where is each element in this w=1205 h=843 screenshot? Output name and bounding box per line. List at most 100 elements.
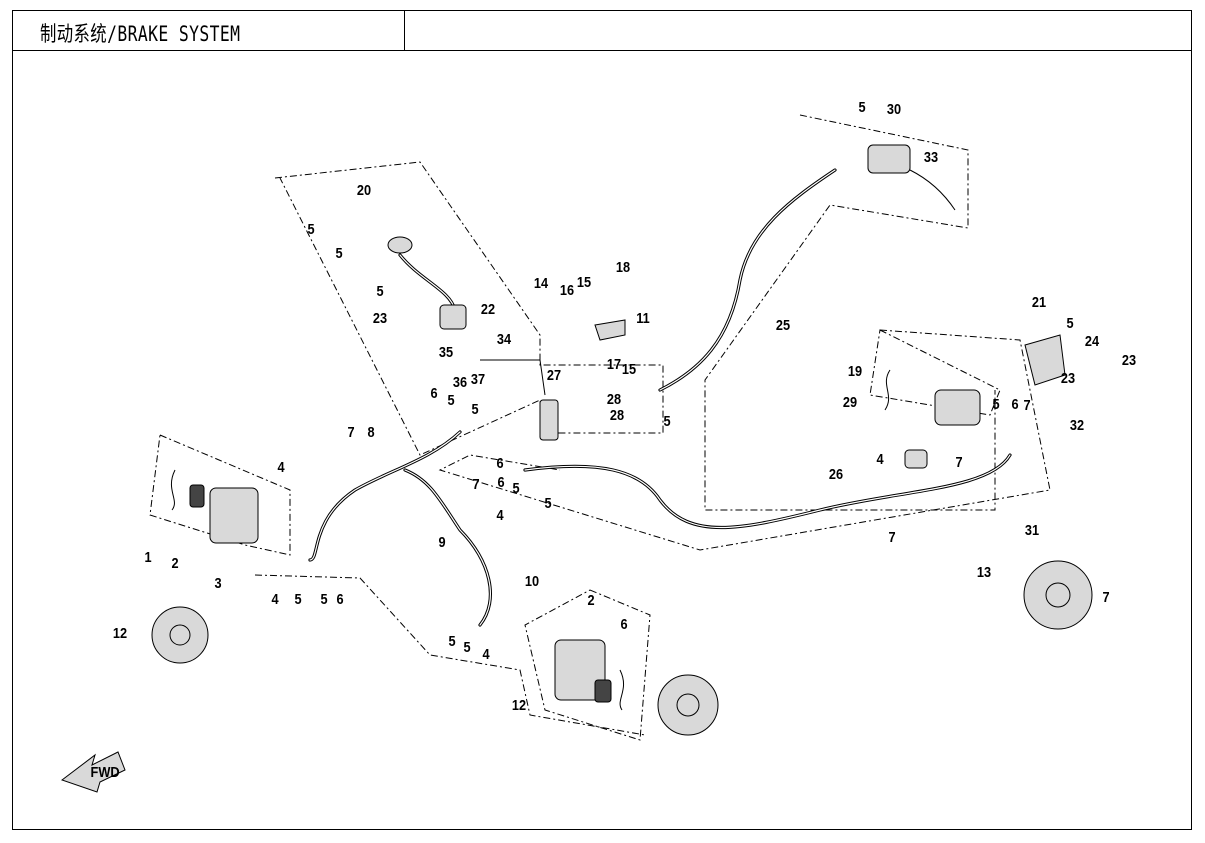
brake-pad-left	[189, 484, 205, 508]
caliper-left-front	[209, 487, 259, 544]
callout-label: 5	[544, 494, 551, 511]
callout-label: 5	[858, 98, 865, 115]
callout-label: 4	[277, 458, 284, 475]
callout-label: 27	[547, 366, 561, 383]
callout-label: 7	[347, 423, 354, 440]
callout-label: 32	[1070, 416, 1084, 433]
master-cylinder-30	[867, 144, 911, 174]
callout-label: 23	[373, 309, 387, 326]
callout-label: 34	[497, 330, 511, 347]
callout-label: 5	[992, 395, 999, 412]
fwd-arrow-shape	[60, 751, 126, 793]
callout-label: 6	[497, 473, 504, 490]
caliper-bracket-21	[1024, 334, 1066, 386]
callout-label: 2	[587, 591, 594, 608]
bracket-32	[904, 449, 928, 469]
brake-hoses	[308, 168, 1012, 627]
callout-label: 7	[888, 528, 895, 545]
pad-spring-left	[170, 469, 176, 511]
pipe-27	[480, 359, 546, 396]
callout-label: 30	[887, 100, 901, 117]
callout-label: 36	[453, 373, 467, 390]
caliper-rear	[934, 389, 981, 426]
pad-spring-right	[619, 669, 625, 711]
callout-label: 16	[560, 281, 574, 298]
callout-label: 13	[977, 563, 991, 580]
callout-label: 5	[335, 244, 342, 261]
lever-33	[909, 169, 956, 211]
hose-9	[403, 468, 492, 627]
callout-label: 10	[525, 572, 539, 589]
callout-label: 19	[848, 362, 862, 379]
pad-rear	[884, 369, 891, 411]
callout-label: 6	[1011, 395, 1018, 412]
callout-label: 37	[471, 370, 485, 387]
callout-label: 5	[447, 391, 454, 408]
outline-left-caliper	[149, 434, 291, 556]
callout-label: 6	[336, 590, 343, 607]
brake-pad-right	[594, 679, 612, 703]
callout-label: 23	[1061, 369, 1075, 386]
callout-label: 4	[482, 645, 489, 662]
page-title: 制动系统/BRAKE SYSTEM	[40, 22, 241, 46]
hose-26	[523, 453, 1012, 530]
callout-label: 5	[320, 590, 327, 607]
callout-label: 11	[636, 309, 650, 326]
callout-label: 14	[534, 274, 548, 291]
callout-label: 20	[357, 181, 371, 198]
callout-label: 8	[367, 423, 374, 440]
callout-label: 24	[1085, 332, 1099, 349]
outline-front-line	[704, 114, 996, 511]
outline-rear-master	[274, 161, 664, 456]
callout-label: 28	[607, 390, 621, 407]
callout-label: 5	[512, 479, 519, 496]
callout-label: 5	[471, 400, 478, 417]
callout-label: 17	[607, 355, 621, 372]
callout-label: 7	[955, 453, 962, 470]
title-box: 制动系统/BRAKE SYSTEM	[12, 10, 405, 51]
callout-label: 12	[113, 624, 127, 641]
callout-label: 25	[776, 316, 790, 333]
callout-label: 21	[1032, 293, 1046, 310]
callout-label: 31	[1025, 521, 1039, 538]
callout-label: 5	[376, 282, 383, 299]
disc-rear	[1023, 560, 1093, 630]
callout-label: 5	[448, 632, 455, 649]
callout-label: 12	[512, 696, 526, 713]
diagram-frame	[12, 10, 1192, 830]
callout-label: 33	[924, 148, 938, 165]
reservoir-20	[387, 236, 413, 254]
callout-label: 4	[876, 450, 883, 467]
callout-label: 7	[1023, 396, 1030, 413]
parts	[151, 144, 1093, 736]
disc-left-front	[151, 606, 209, 664]
group-outlines	[149, 114, 1051, 741]
callout-label: 29	[843, 393, 857, 410]
caliper-right-front	[554, 639, 606, 701]
junction-27	[539, 399, 559, 441]
callout-label: 7	[1102, 588, 1109, 605]
callout-label: 5	[663, 412, 670, 429]
callout-label: 26	[829, 465, 843, 482]
callout-label: 2	[171, 554, 178, 571]
callout-label: 5	[463, 638, 470, 655]
callout-label: 15	[622, 360, 636, 377]
outline-rear-line	[438, 329, 1051, 551]
callout-label: 6	[430, 384, 437, 401]
fwd-label: FWD	[91, 763, 120, 780]
callout-label: 23	[1122, 351, 1136, 368]
hose-25	[658, 168, 837, 392]
outline-lower-left	[254, 574, 646, 736]
callout-label: 15	[577, 273, 591, 290]
callout-label: 5	[307, 220, 314, 237]
callout-label: 7	[472, 475, 479, 492]
disc-right-front	[657, 674, 719, 736]
callout-label: 18	[616, 258, 630, 275]
callout-label: 35	[439, 343, 453, 360]
callout-label: 4	[496, 506, 503, 523]
callout-label: 5	[1066, 314, 1073, 331]
callout-label: 1	[144, 548, 151, 565]
callout-label: 5	[294, 590, 301, 607]
callout-label: 4	[271, 590, 278, 607]
